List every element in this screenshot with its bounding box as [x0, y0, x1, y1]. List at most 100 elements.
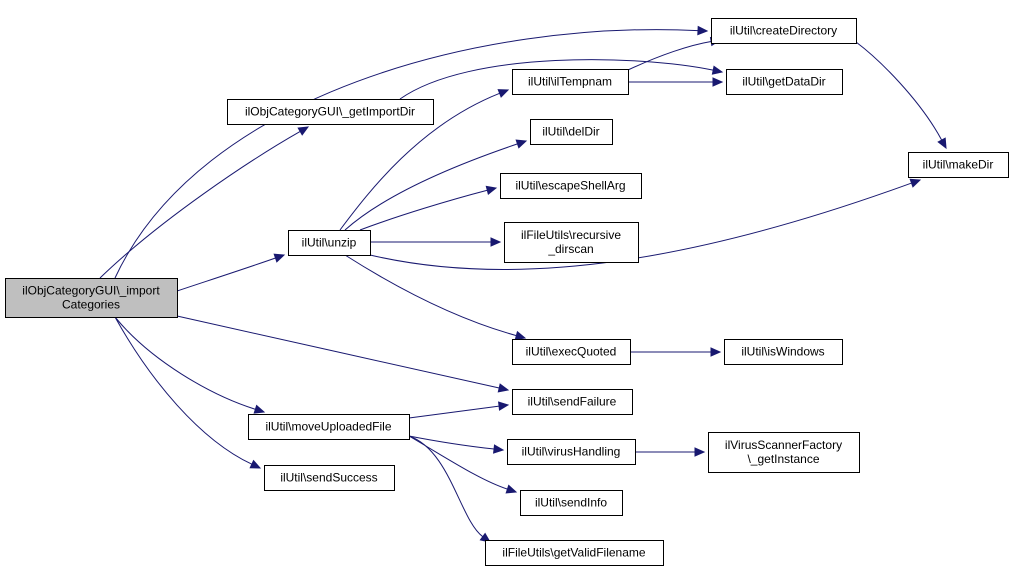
node-label: ilUtil\sendFailure — [528, 395, 617, 409]
arrowhead — [514, 330, 527, 341]
node-unzip[interactable]: ilUtil\unzip — [288, 230, 371, 256]
node-getValidFilename[interactable]: ilFileUtils\getValidFilename — [485, 540, 664, 566]
edge-unzip-to-recursive — [369, 237, 502, 247]
edge-unzip-to-escapeShellArg — [359, 185, 498, 231]
arrowhead — [249, 459, 262, 469]
node-label: ilUtil\escapeShellArg — [515, 179, 625, 193]
edge-line — [339, 92, 500, 231]
node-label: ilUtil\getDataDir — [742, 75, 825, 89]
arrowhead — [515, 139, 528, 149]
edge-line — [627, 40, 712, 71]
arrowhead — [697, 25, 709, 36]
arrowhead — [485, 185, 498, 195]
edge-line — [408, 405, 500, 419]
node-box — [908, 152, 1009, 178]
edge-unzip-to-delDir — [344, 139, 528, 231]
edge-unzip-to-ilTempnam — [339, 89, 510, 231]
edge-execQuoted-to-isWindows — [629, 347, 722, 357]
edge-line — [408, 435, 495, 450]
node-delDir[interactable]: ilUtil\delDir — [530, 119, 613, 145]
node-isWindows[interactable]: ilUtil\isWindows — [724, 339, 843, 365]
node-label: ilUtil\sendInfo — [535, 496, 607, 510]
edge-unzip-to-execQuoted — [344, 254, 527, 341]
edge-ilTempnam-to-getDataDir — [628, 77, 724, 87]
node-execQuoted[interactable]: ilUtil\execQuoted — [512, 339, 631, 365]
node-box — [512, 69, 629, 95]
arrowhead — [505, 484, 518, 494]
arrowhead — [711, 65, 724, 75]
node-label: ilUtil\execQuoted — [526, 345, 617, 359]
edge-line — [114, 316, 253, 465]
edge-line — [176, 257, 276, 292]
edge-line — [344, 143, 518, 231]
node-getInstance[interactable]: ilVirusScannerFactory\_getInstance — [708, 432, 860, 473]
edge-virusHandling-to-getInstance — [635, 447, 706, 457]
node-box — [530, 119, 613, 145]
edge-line — [114, 29, 699, 279]
node-label: ilUtil\ilTempnam — [528, 75, 612, 89]
node-box — [711, 18, 857, 44]
edge-root-to-createDirectory — [114, 25, 709, 279]
node-makeDir[interactable]: ilUtil\makeDir — [908, 152, 1009, 178]
arrowhead — [497, 383, 510, 393]
node-box — [248, 414, 410, 440]
arrowhead — [712, 77, 724, 87]
edge-ilTempnam-to-createDirectory — [627, 36, 722, 71]
node-recursive[interactable]: ilFileUtils\recursive_dirscan — [504, 222, 639, 263]
arrowhead — [498, 401, 510, 411]
node-label: ilUtil\unzip — [302, 236, 357, 250]
edge-createDirectory-to-makeDir — [855, 41, 947, 150]
edge-root-to-sendSuccess — [114, 316, 262, 469]
edge-line — [399, 59, 714, 100]
node-box — [512, 389, 633, 415]
node-getDataDir[interactable]: ilUtil\getDataDir — [726, 69, 843, 95]
edge-root-to-unzip — [176, 253, 286, 292]
node-escapeShellArg[interactable]: ilUtil\escapeShellArg — [500, 173, 642, 199]
node-label: Categories — [62, 298, 120, 312]
node-label: \_getInstance — [747, 452, 819, 466]
node-box — [504, 222, 639, 263]
edge-getImportDir-to-getDataDir — [399, 59, 724, 100]
node-box — [288, 230, 371, 256]
node-box — [264, 465, 395, 491]
node-ilTempnam[interactable]: ilUtil\ilTempnam — [512, 69, 629, 95]
node-moveUploadedFile[interactable]: ilUtil\moveUploadedFile — [248, 414, 410, 440]
node-label: _dirscan — [547, 242, 593, 256]
node-sendSuccess[interactable]: ilUtil\sendSuccess — [264, 465, 395, 491]
node-box — [724, 339, 843, 365]
node-box — [708, 432, 860, 473]
node-box — [500, 173, 642, 199]
edge-moveUploadedFile-to-virusHandling — [408, 435, 505, 454]
node-box — [227, 99, 434, 125]
edge-line — [359, 189, 488, 231]
node-box — [726, 69, 843, 95]
edge-root-to-moveUploadedFile — [114, 316, 266, 414]
edge-root-to-getImportDir — [99, 126, 310, 279]
arrowhead — [937, 137, 947, 150]
edge-line — [176, 315, 500, 389]
node-label: ilVirusScannerFactory — [725, 438, 842, 452]
node-sendInfo[interactable]: ilUtil\sendInfo — [520, 490, 623, 516]
node-createDirectory[interactable]: ilUtil\createDirectory — [711, 18, 857, 44]
edge-line — [408, 435, 508, 490]
arrowhead — [694, 447, 706, 457]
node-label: ilUtil\virusHandling — [522, 445, 621, 459]
node-label: ilUtil\createDirectory — [730, 24, 837, 38]
arrowhead — [253, 404, 266, 414]
edge-line — [99, 131, 301, 279]
edge-root-to-sendFailure — [176, 315, 510, 393]
call-edges — [99, 25, 947, 543]
edge-line — [408, 435, 484, 538]
edge-moveUploadedFile-to-sendFailure — [408, 401, 510, 419]
arrowhead — [497, 89, 510, 98]
node-getImportDir[interactable]: ilObjCategoryGUI\_getImportDir — [227, 99, 434, 125]
node-box — [520, 490, 623, 516]
node-box — [512, 339, 631, 365]
node-label: ilUtil\isWindows — [741, 345, 824, 359]
arrowhead — [273, 253, 286, 263]
edge-moveUploadedFile-to-sendInfo — [408, 435, 518, 494]
node-sendFailure[interactable]: ilUtil\sendFailure — [512, 389, 633, 415]
node-virusHandling[interactable]: ilUtil\virusHandling — [507, 439, 636, 465]
